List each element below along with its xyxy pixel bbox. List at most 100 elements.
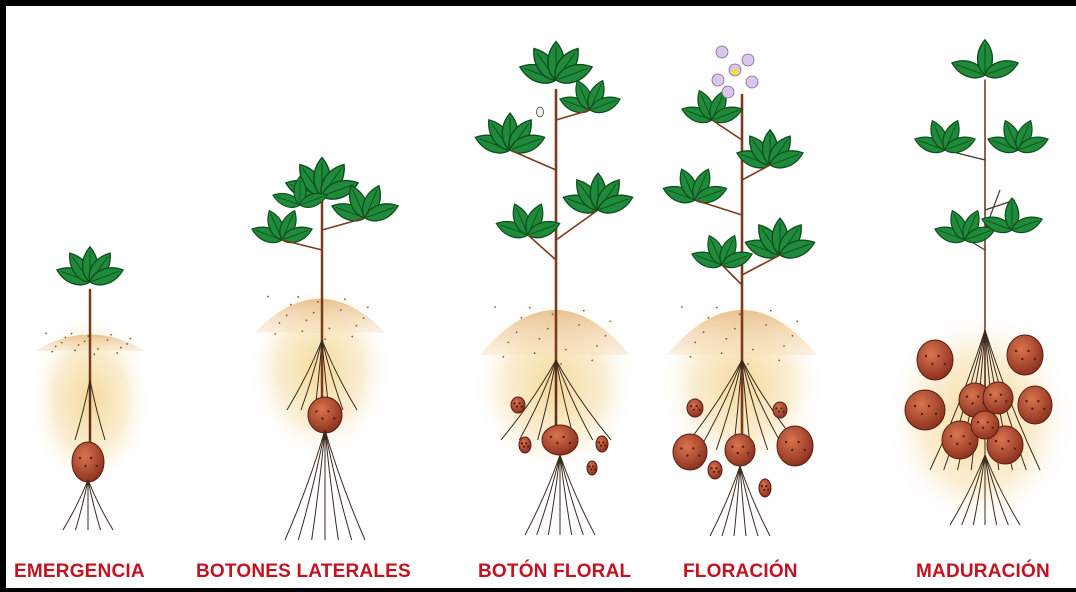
soil-grain xyxy=(120,347,122,349)
soil-grain xyxy=(356,325,358,327)
tuber xyxy=(687,399,703,417)
soil-grain xyxy=(516,331,518,333)
tuber-eye xyxy=(989,394,991,396)
tuber-eye xyxy=(590,468,592,470)
stage-label-boton-floral: BOTÓN FLORAL xyxy=(478,561,631,583)
tuber-eye xyxy=(969,443,971,445)
tuber-eye xyxy=(737,452,739,454)
soil-grain xyxy=(534,352,536,354)
tuber xyxy=(773,402,787,418)
tuber-eye xyxy=(775,407,777,409)
soil-grain xyxy=(591,360,593,362)
soil-grain xyxy=(739,313,741,315)
soil-grain xyxy=(694,342,696,344)
tuber-eye xyxy=(995,400,997,402)
soil-grain xyxy=(126,343,128,345)
soil-grain xyxy=(726,338,728,340)
tuber-eye xyxy=(686,454,688,456)
tuber-eye xyxy=(79,457,81,459)
tuber xyxy=(1007,335,1043,375)
flower-center xyxy=(732,69,738,75)
tuber xyxy=(519,437,531,453)
soil-grain xyxy=(681,306,683,308)
flower xyxy=(742,54,754,66)
tuber-eye xyxy=(518,402,520,404)
tuber-eye xyxy=(523,445,525,447)
flower xyxy=(712,74,724,86)
tuber-eye xyxy=(1001,448,1003,450)
soil-grain xyxy=(74,349,76,351)
tuber-eye xyxy=(556,442,558,444)
tuber-eye xyxy=(977,395,979,397)
tuber-eye xyxy=(96,465,98,467)
plant-botones-laterales xyxy=(249,158,401,540)
soil-grain xyxy=(792,335,794,337)
tuber-eye xyxy=(321,417,323,419)
soil-grain xyxy=(324,338,326,340)
tuber-eye xyxy=(956,443,958,445)
tuber xyxy=(759,479,771,497)
tuber-eye xyxy=(84,465,86,467)
stage-label-emergencia: EMERGENCIA xyxy=(14,561,145,583)
tuber-eye xyxy=(731,446,733,448)
tuber-eye xyxy=(780,407,782,409)
soil-grain xyxy=(97,348,99,350)
soil-grain xyxy=(529,307,531,309)
stage-label-floracion: FLORACIÓN xyxy=(683,561,798,583)
soil-grain xyxy=(708,317,710,319)
tuber-eye xyxy=(602,441,604,443)
tuber-eye xyxy=(1037,400,1039,402)
tuber-eye xyxy=(1005,400,1007,402)
soil-grain xyxy=(61,342,63,344)
tuber-eye xyxy=(521,442,523,444)
tuber-eye xyxy=(791,449,793,451)
tuber-eye xyxy=(690,405,692,407)
soil-grain xyxy=(578,324,580,326)
tuber-eye xyxy=(695,405,697,407)
soil-grain xyxy=(796,321,798,323)
tuber-eye xyxy=(1043,408,1045,410)
soil-grain xyxy=(752,349,754,351)
tuber-eye xyxy=(785,441,787,443)
soil-grain xyxy=(596,345,598,347)
soil-grain xyxy=(605,335,607,337)
tuber-eye xyxy=(1014,448,1016,450)
tuber-eye xyxy=(315,410,317,412)
soil-grain xyxy=(290,304,292,306)
tuber-eye xyxy=(987,421,989,423)
tuber xyxy=(917,340,953,380)
tuber-eye xyxy=(715,467,717,469)
tuber-eye xyxy=(90,457,92,459)
tuber xyxy=(308,397,342,433)
soil-grain xyxy=(313,312,315,314)
soil-grain xyxy=(340,309,342,311)
tuber-eye xyxy=(966,395,968,397)
soil-grain xyxy=(317,301,319,303)
tuber-eye xyxy=(588,465,590,467)
soil-grain xyxy=(747,363,749,365)
tuber-eye xyxy=(761,485,763,487)
soil-grain xyxy=(286,315,288,317)
tuber-eye xyxy=(804,449,806,451)
tuber-eye xyxy=(992,427,994,429)
tuber-eye xyxy=(1025,400,1027,402)
soil-grain xyxy=(521,317,523,319)
soil-grain xyxy=(539,338,541,340)
soil-grain xyxy=(690,356,692,358)
soil-grain xyxy=(494,306,496,308)
tuber xyxy=(777,426,813,466)
soil-grain xyxy=(507,342,509,344)
tuber-eye xyxy=(914,405,916,407)
tuber-eye xyxy=(1031,408,1033,410)
flower xyxy=(716,46,728,58)
tuber-eye xyxy=(698,454,700,456)
tuber-eye xyxy=(600,444,602,446)
soil-grain xyxy=(328,328,330,330)
tuber-eye xyxy=(513,402,515,404)
soil-grain xyxy=(716,307,718,309)
soil-grain xyxy=(565,349,567,351)
root xyxy=(734,466,740,536)
soil-grain xyxy=(547,328,549,330)
tuber xyxy=(983,382,1013,414)
soil-grain xyxy=(110,334,112,336)
